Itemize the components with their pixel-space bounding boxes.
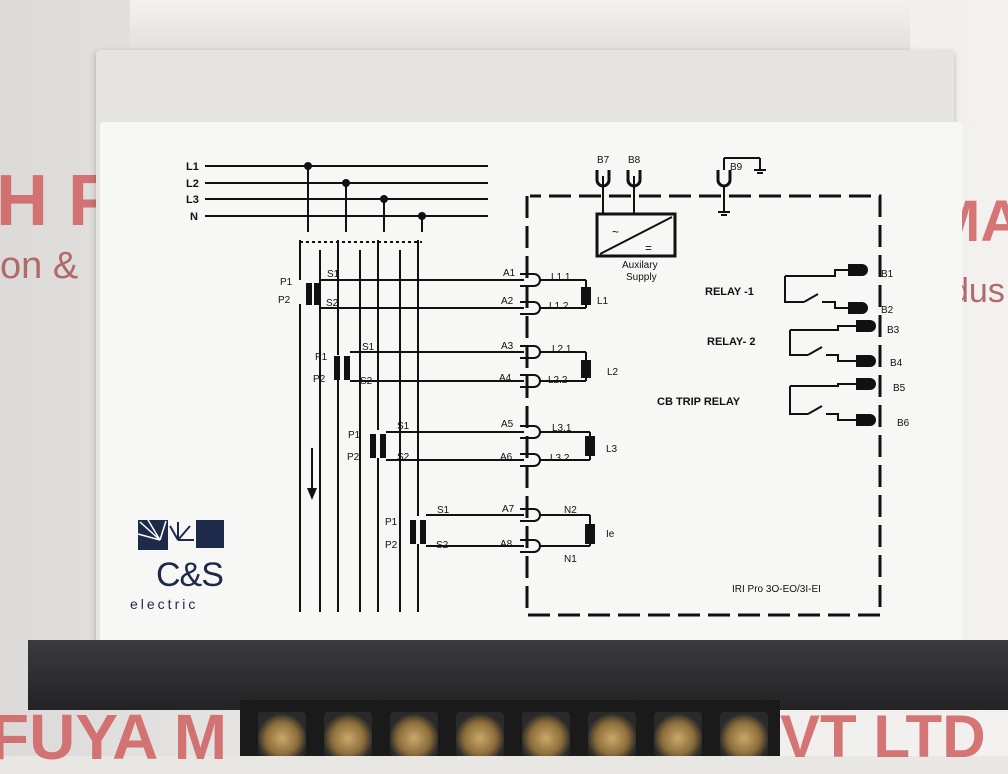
phase-drops [299, 166, 423, 612]
input-a5: A5 [501, 419, 514, 430]
ct4-p2: P2 [385, 540, 398, 551]
bus-label-n: N [190, 211, 198, 223]
ct-block-3 [370, 431, 524, 461]
coil-label-l2: L2 [607, 367, 619, 378]
cb-trip-b6: B6 [897, 418, 910, 429]
screw-terminal [324, 712, 372, 756]
ct-block-4 [410, 514, 524, 547]
ct2-s2: S2 [360, 376, 373, 387]
model-label: IRI Pro 3O-EO/3I-EI [732, 584, 821, 595]
terminal-n1: N1 [564, 554, 577, 565]
screw-terminal [390, 712, 438, 756]
svg-text:=: = [645, 241, 652, 255]
wiring-diagram: L1 L2 L3 N [137, 155, 910, 617]
relay-1-b1: B1 [881, 269, 894, 280]
terminal-l1-2: L1.2 [549, 301, 569, 312]
sunburst-icon [137, 519, 224, 550]
ct1-p2: P2 [278, 295, 291, 306]
coil-wiring [540, 279, 591, 547]
auxiliary-supply-block: ~ = [595, 176, 677, 258]
screw-terminal [720, 712, 768, 756]
terminal-l2-2: L2.2 [548, 375, 568, 386]
input-terminal-sockets [520, 273, 541, 553]
cb-trip-relay-label: CB TRIP RELAY [657, 396, 741, 408]
aux-supply-label-2: Supply [626, 272, 657, 283]
front-bezel [28, 640, 1008, 710]
bus-label-l3: L3 [186, 194, 199, 206]
ct2-p2: P2 [313, 374, 326, 385]
ct4-s1: S1 [437, 505, 450, 516]
input-a2: A2 [501, 296, 514, 307]
bus-label-l1: L1 [186, 161, 199, 173]
aux-supply-label-1: Auxilary [622, 260, 658, 271]
coil-label-l1: L1 [597, 296, 609, 307]
supply-b9: B9 [730, 162, 743, 173]
brand-logo: C&S [156, 556, 224, 594]
ct1-s2: S2 [326, 298, 339, 309]
supply-plug-b7-icon [595, 170, 611, 188]
screw-terminal [522, 712, 570, 756]
screw-terminal [258, 712, 306, 756]
terminal-n2: N2 [564, 505, 577, 516]
terminal-l3-1: L3.1 [552, 423, 572, 434]
relay-2-label: RELAY- 2 [707, 336, 756, 348]
screw-terminal [456, 712, 504, 756]
relay-1-label: RELAY -1 [705, 286, 754, 298]
wiring-label-plate [100, 122, 962, 647]
ct-block-1 [306, 279, 524, 309]
input-a3: A3 [501, 341, 514, 352]
relay-2-b3: B3 [887, 325, 900, 336]
bus-label-l2: L2 [186, 178, 199, 190]
supply-plug-b8-icon [626, 170, 642, 188]
ct1-p1: P1 [280, 277, 293, 288]
banner-left-small: on & [0, 245, 79, 287]
ct2-p1: P1 [315, 352, 328, 363]
terminal-l2-1: L2.1 [552, 344, 572, 355]
input-a4: A4 [499, 373, 512, 384]
terminal-l1-1: L1.1 [551, 272, 571, 283]
input-a1: A1 [503, 268, 516, 279]
brand-tagline: electric [130, 596, 199, 612]
measurement-coils [581, 287, 595, 544]
terminal-l3-2: L3.2 [550, 453, 570, 464]
supply-b7: B7 [597, 155, 610, 166]
ct3-s1: S1 [397, 421, 410, 432]
ct1-s1: S1 [327, 269, 340, 280]
relay-output-plugs [848, 264, 876, 426]
bus-junctions [304, 162, 426, 220]
coil-label-l3: L3 [606, 444, 618, 455]
relay-contacts [784, 269, 856, 421]
supply-b8: B8 [628, 155, 641, 166]
screw-terminal [654, 712, 702, 756]
cb-trip-b5: B5 [893, 383, 906, 394]
ct2-s1: S1 [362, 342, 375, 353]
ct-block-2 [334, 351, 524, 382]
ct4-p1: P1 [385, 517, 398, 528]
input-a7: A7 [502, 504, 515, 515]
ct3-s2: S2 [397, 452, 410, 463]
coil-label-ie: Ie [606, 529, 615, 540]
device-top-lip [130, 0, 910, 50]
earth-terminal-b9 [716, 157, 766, 216]
svg-text:~: ~ [612, 225, 619, 239]
relay-1-b2: B2 [881, 305, 894, 316]
ct4-s2: S2 [436, 540, 449, 551]
ct3-p2: P2 [347, 452, 360, 463]
input-a6: A6 [500, 452, 513, 463]
ct3-p1: P1 [348, 430, 361, 441]
screw-terminal [588, 712, 636, 756]
relay-2-b4: B4 [890, 358, 903, 369]
current-direction-arrow [307, 448, 317, 500]
relay-enclosure-outline [525, 194, 882, 617]
input-a8: A8 [500, 539, 513, 550]
